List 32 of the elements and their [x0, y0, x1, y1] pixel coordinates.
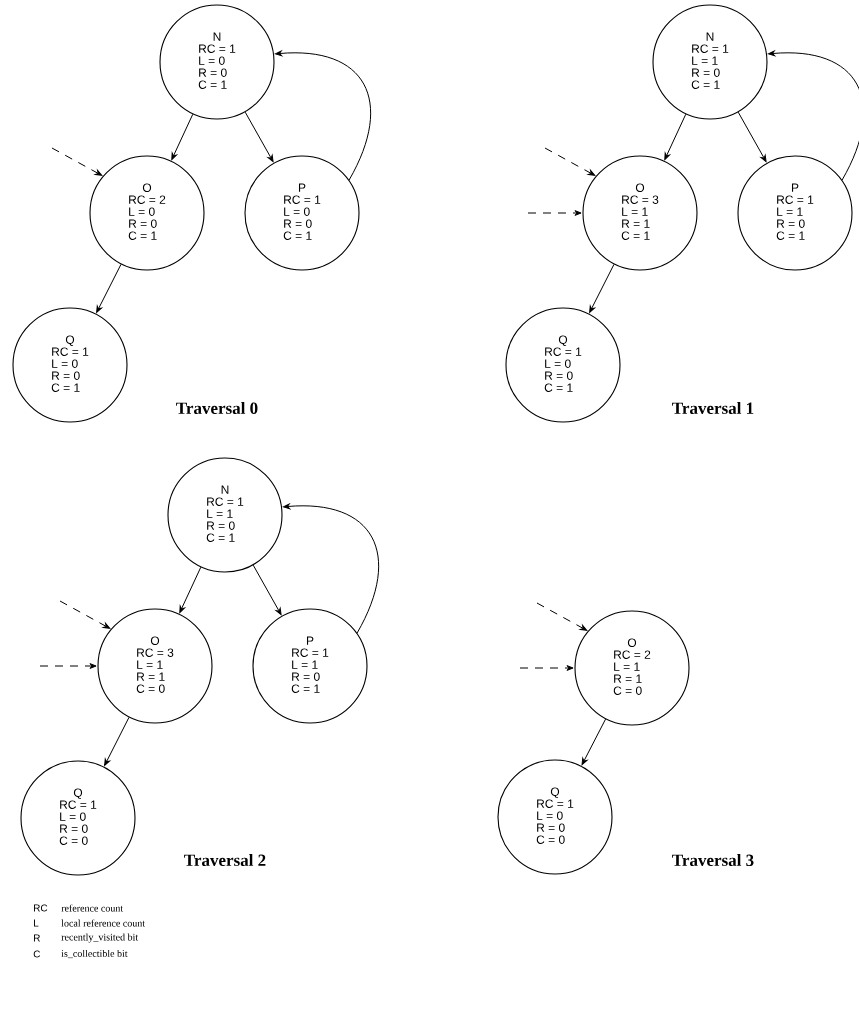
legend-key: RC [34, 904, 48, 912]
arrow [767, 50, 859, 181]
legend-description: recently_visited bit [61, 933, 139, 943]
arrow [179, 566, 202, 614]
arrow [252, 564, 282, 616]
arrow [104, 716, 130, 766]
arrow [171, 113, 194, 161]
arrow [519, 665, 574, 671]
legend-description: reference count [61, 904, 124, 912]
arrow [274, 50, 372, 181]
arrow [244, 111, 274, 163]
caption: Traversal 1 [672, 402, 754, 414]
arrow [581, 718, 607, 766]
legend-key: R [34, 934, 40, 942]
arrow [96, 263, 122, 313]
caption: Traversal 0 [176, 402, 258, 414]
legend-description: local reference count [61, 919, 145, 927]
arrow [527, 210, 582, 216]
caption: Traversal 3 [672, 854, 754, 866]
arrow [59, 600, 111, 629]
arrow [664, 113, 687, 161]
arrow [51, 147, 103, 176]
legend-key: C [33, 950, 41, 958]
arrow [544, 147, 596, 176]
arrow [589, 263, 615, 313]
caption: Traversal 2 [184, 854, 266, 866]
legend-description: is_collectible bit [61, 949, 128, 959]
legend-key: L [34, 919, 39, 927]
arrow [39, 663, 97, 669]
arrow [282, 503, 380, 634]
arrow [737, 111, 767, 163]
arrow [536, 602, 588, 631]
